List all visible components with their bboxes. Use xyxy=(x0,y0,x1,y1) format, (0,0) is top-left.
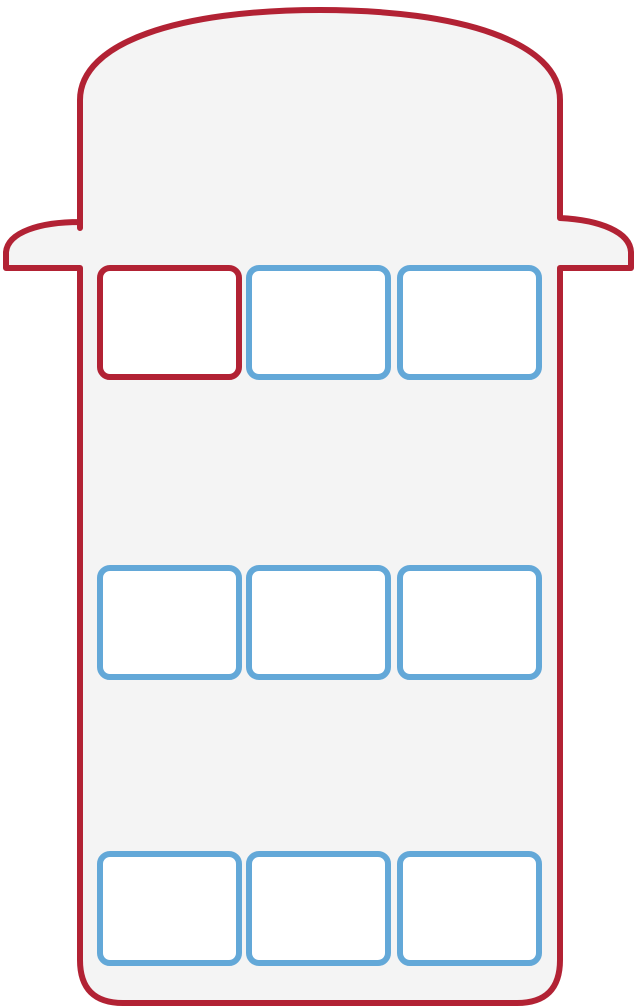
seat-row-2-col-3[interactable] xyxy=(400,568,539,677)
seat-row-1-col-2[interactable] xyxy=(249,268,388,377)
seat-row-1-col-1-selected[interactable] xyxy=(100,268,239,377)
seat-grid xyxy=(100,268,539,963)
seat-row-3-col-2[interactable] xyxy=(249,854,388,963)
seat-row-3-col-1[interactable] xyxy=(100,854,239,963)
seat-row-1-col-3[interactable] xyxy=(400,268,539,377)
seat-row-2-col-2[interactable] xyxy=(249,568,388,677)
seat-row-3-col-3[interactable] xyxy=(400,854,539,963)
seat-row-2-col-1[interactable] xyxy=(100,568,239,677)
